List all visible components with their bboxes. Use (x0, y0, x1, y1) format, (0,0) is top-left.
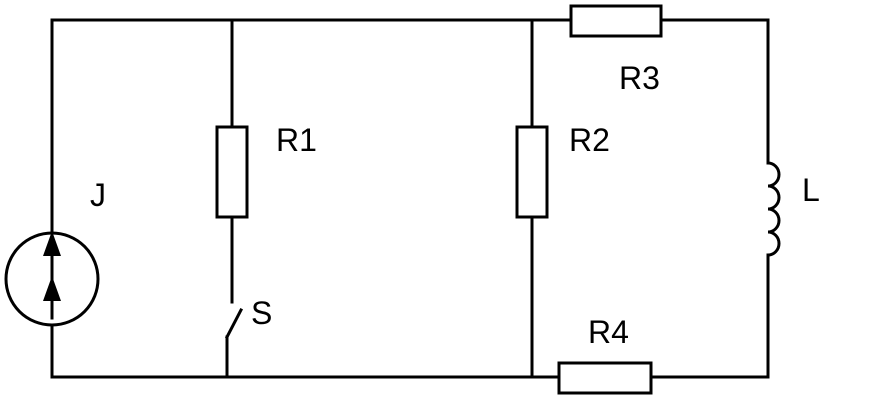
label-r3: R3 (619, 60, 660, 96)
label-r1: R1 (276, 122, 317, 158)
label-r2: R2 (569, 122, 610, 158)
resistor-r1 (215, 125, 249, 219)
inductor-l (766, 161, 781, 257)
label-j: J (90, 177, 106, 213)
label-l: L (802, 172, 820, 208)
current-arrow-lower (43, 276, 61, 301)
current-arrow-upper (43, 231, 61, 256)
resistor-r2 (515, 125, 549, 219)
r1-switch-branch (215, 18, 249, 379)
inductor-branch (766, 18, 781, 379)
label-s: S (251, 295, 272, 331)
r2-branch (515, 18, 549, 379)
resistor-r3 (569, 4, 663, 38)
label-r4: R4 (588, 314, 629, 350)
resistor-r4 (557, 361, 653, 395)
current-source-branch (4, 18, 100, 379)
switch-s (224, 307, 244, 340)
